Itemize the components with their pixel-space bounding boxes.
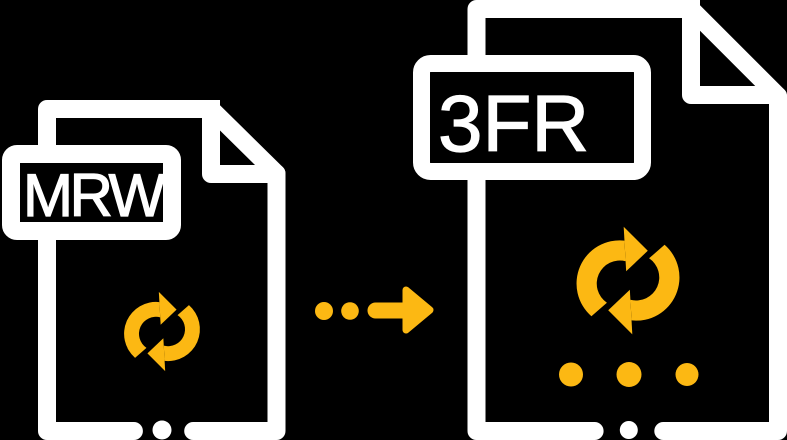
svg-text:MRW: MRW: [23, 162, 166, 229]
svg-text:3FR: 3FR: [438, 79, 589, 168]
